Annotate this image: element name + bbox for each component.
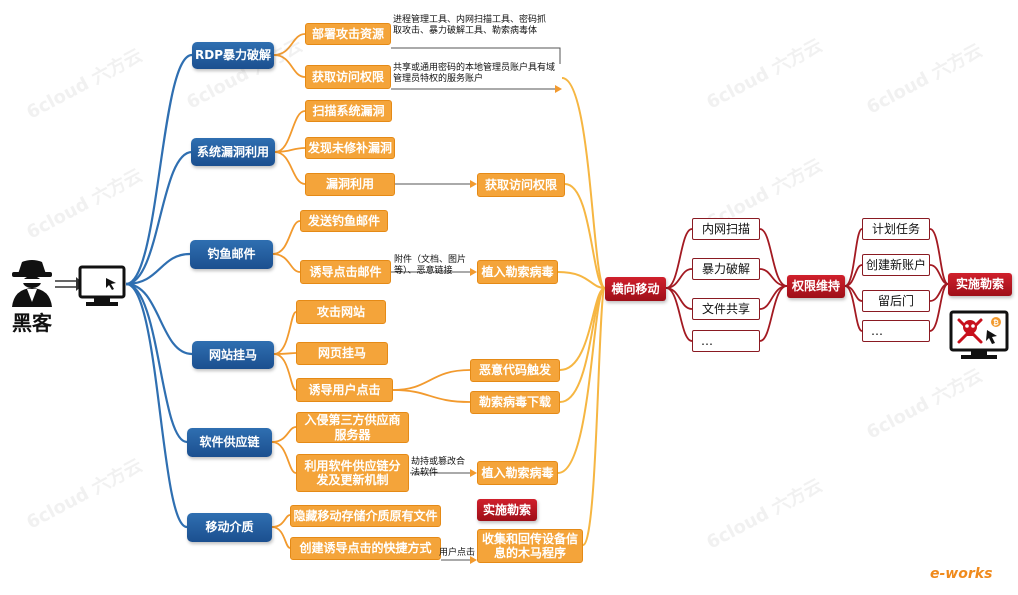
step-lure-click-mail: 诱导点击邮件 xyxy=(300,260,391,284)
method-supply-chain: 软件供应链 xyxy=(187,428,272,457)
step-webpage-trojan: 网页挂马 xyxy=(296,342,388,365)
persist-item: 留后门 xyxy=(862,290,930,312)
step-use-update-mechanism: 利用软件供应链分发及更新机制 xyxy=(296,454,409,492)
persist-item: … xyxy=(862,320,930,342)
method-phishing: 钓鱼邮件 xyxy=(190,240,273,269)
note-attachments: 附件（文档、图片等）、恶意链接 xyxy=(394,255,467,277)
step-ransom-small: 实施勒索 xyxy=(477,499,537,521)
step-gain-access: 获取访问权限 xyxy=(305,65,391,89)
note-user-click: 用户点击 xyxy=(439,548,476,558)
brand-logo: e-works xyxy=(930,566,993,582)
note-hijack: 劫持或篡改合法软件 xyxy=(411,457,466,479)
method-system-vuln: 系统漏洞利用 xyxy=(191,138,275,166)
lateral-item: 暴力破解 xyxy=(692,258,760,280)
step-exploit: 漏洞利用 xyxy=(305,173,395,196)
persist-item: 创建新账户 xyxy=(862,254,930,276)
computer-icon xyxy=(78,265,126,306)
ransom-final: 实施勒索 xyxy=(948,273,1012,296)
step-deploy-resources: 部署攻击资源 xyxy=(305,23,391,45)
step-send-phishing: 发送钓鱼邮件 xyxy=(300,210,388,232)
step-implant-ransomware-2: 植入勒索病毒 xyxy=(477,461,558,485)
method-rdp-bruteforce: RDP暴力破解 xyxy=(192,42,274,69)
note-tools: 进程管理工具、内网扫描工具、密码抓取攻击、暴力破解工具、勒索病毒体 xyxy=(393,15,547,37)
svg-text:₿: ₿ xyxy=(993,319,999,327)
step-malicious-trigger: 恶意代码触发 xyxy=(470,359,560,382)
ransom-skull-icon: ₿ xyxy=(949,310,1009,359)
step-hide-files: 隐藏移动存储介质原有文件 xyxy=(290,505,441,527)
lateral-item: … xyxy=(692,330,760,352)
step-ransomware-download: 勒索病毒下载 xyxy=(470,391,560,414)
step-attack-website: 攻击网站 xyxy=(296,300,386,324)
privilege-persistence: 权限维持 xyxy=(787,275,845,298)
method-website-trojan: 网站挂马 xyxy=(192,341,274,369)
hacker-icon xyxy=(12,260,52,307)
note-accounts: 共享或通用密码的本地管理员账户具有域管理员特权的服务账户 xyxy=(393,63,556,85)
lateral-movement: 横向移动 xyxy=(605,277,666,301)
step-implant-ransomware: 植入勒索病毒 xyxy=(477,260,558,284)
step-lure-user-click: 诱导用户点击 xyxy=(296,378,393,402)
step-invade-vendor: 入侵第三方供应商服务器 xyxy=(296,412,409,443)
step-create-shortcut: 创建诱导点击的快捷方式 xyxy=(290,537,441,560)
step-collect-trojan: 收集和回传设备信息的木马程序 xyxy=(477,529,583,563)
step-scan-vulns: 扫描系统漏洞 xyxy=(305,100,392,122)
method-removable-media: 移动介质 xyxy=(187,513,272,542)
hacker-label: 黑客 xyxy=(12,311,52,335)
step-find-unpatched: 发现未修补漏洞 xyxy=(305,137,395,159)
persist-item: 计划任务 xyxy=(862,218,930,240)
step-gain-access-2: 获取访问权限 xyxy=(477,173,565,197)
lateral-item: 文件共享 xyxy=(692,298,760,320)
lateral-item: 内网扫描 xyxy=(692,218,760,240)
